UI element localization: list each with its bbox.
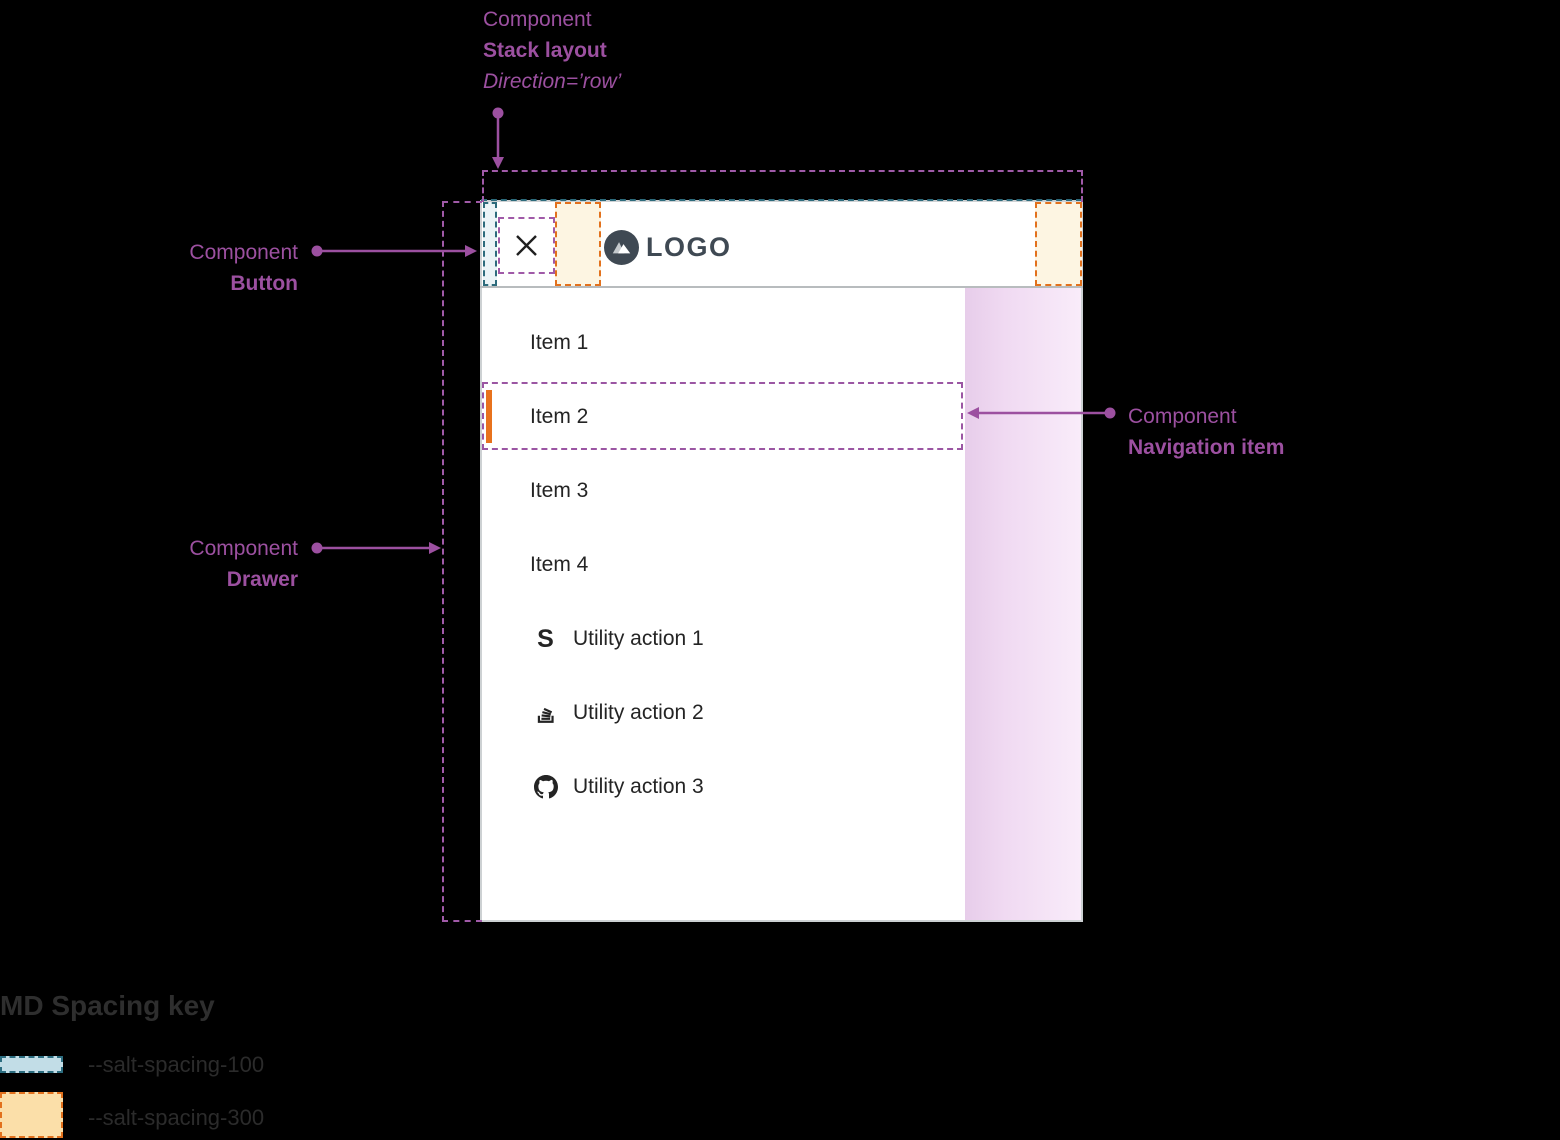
spacing-key-title: MD Spacing key — [0, 990, 215, 1021]
navigation-item-annotation: Component Navigation item — [1128, 401, 1284, 463]
annotation-line: Component — [1128, 405, 1237, 428]
button-annotation: Component Button — [80, 237, 298, 299]
nav-item-1[interactable]: Item 1 — [530, 327, 588, 359]
letter-s-icon: S — [537, 624, 554, 653]
spacing-300-block-left — [555, 202, 601, 286]
spacing-100-top-line — [481, 199, 1082, 201]
spacing-300-block-right — [1035, 202, 1082, 286]
logo: LOGO — [604, 230, 732, 265]
nav-item-2[interactable]: Item 2 — [530, 401, 588, 433]
nav-item-label: Item 1 — [530, 331, 589, 354]
utility-action-3[interactable]: Utility action 3 — [533, 770, 704, 804]
navigation-item-boundary — [482, 382, 963, 450]
stack-overflow-icon — [533, 701, 558, 726]
spacing-300-label: --salt-spacing-300 — [88, 1105, 265, 1130]
utility-action-label: Utility action 3 — [573, 775, 704, 798]
close-icon — [513, 232, 540, 259]
utility-action-1[interactable]: S Utility action 1 — [533, 622, 704, 656]
spacing-300-swatch — [0, 1092, 63, 1138]
spacing-100-strip — [483, 202, 497, 286]
logo-text: LOGO — [646, 232, 732, 262]
annotation-line: Navigation item — [1128, 436, 1285, 459]
annotation-line: Drawer — [226, 568, 298, 591]
drawer-annotation: Component Drawer — [80, 533, 298, 595]
spacing-100-label: --salt-spacing-100 — [88, 1052, 265, 1077]
nav-item-label: Item 3 — [530, 479, 589, 502]
nav-item-label: Item 2 — [530, 405, 589, 428]
github-icon — [533, 775, 558, 800]
nav-item-3[interactable]: Item 3 — [530, 475, 588, 507]
annotation-line: Button — [230, 272, 298, 295]
utility-action-label: Utility action 1 — [573, 627, 704, 650]
annotation-line: Component — [189, 241, 298, 264]
annotation-line: Direction=’row’ — [483, 70, 622, 93]
close-button[interactable] — [498, 217, 555, 274]
nav-item-label: Item 4 — [530, 553, 589, 576]
mountain-logo-icon — [604, 230, 639, 265]
nav-item-4[interactable]: Item 4 — [530, 549, 588, 581]
active-item-indicator — [486, 390, 492, 443]
utility-action-2[interactable]: Utility action 2 — [533, 696, 704, 730]
annotation-line: Component — [483, 8, 592, 31]
annotation-line: Stack layout — [483, 39, 607, 62]
annotation-line: Component — [189, 537, 298, 560]
stack-layout-boundary — [482, 170, 1083, 202]
drawer-boundary — [442, 201, 482, 922]
stack-layout-annotation: Component Stack layout Direction=’row’ — [483, 4, 621, 97]
spacing-100-swatch — [0, 1056, 63, 1073]
header-divider — [480, 286, 1083, 288]
utility-action-label: Utility action 2 — [573, 701, 704, 724]
page-background-panel — [965, 288, 1081, 920]
